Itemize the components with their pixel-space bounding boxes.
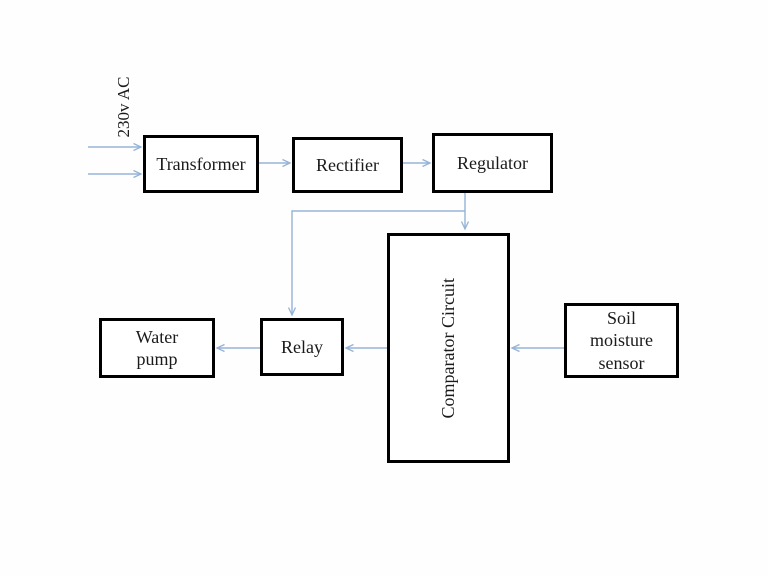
regulator-label: Regulator	[457, 152, 528, 173]
comparator-circuit-label: Comparator Circuit	[438, 277, 459, 419]
node-relay: Relay	[260, 318, 344, 376]
edge-regulator-branch-to-relay	[287, 210, 465, 317]
node-regulator: Regulator	[432, 133, 553, 193]
soil-moisture-sensor-label: Soil moisture sensor	[590, 307, 653, 373]
rectifier-label: Rectifier	[316, 154, 379, 175]
ac-mains-label: 230v AC	[114, 76, 133, 138]
node-soil-moisture-sensor: Soil moisture sensor	[564, 303, 679, 378]
node-rectifier: Rectifier	[292, 137, 403, 193]
transformer-label: Transformer	[156, 153, 246, 174]
water-pump-label: Water pump	[135, 326, 179, 370]
node-transformer: Transformer	[143, 135, 259, 193]
node-comparator-circuit: Comparator Circuit	[387, 233, 510, 463]
relay-label: Relay	[281, 336, 323, 357]
node-water-pump: Water pump	[99, 318, 215, 378]
